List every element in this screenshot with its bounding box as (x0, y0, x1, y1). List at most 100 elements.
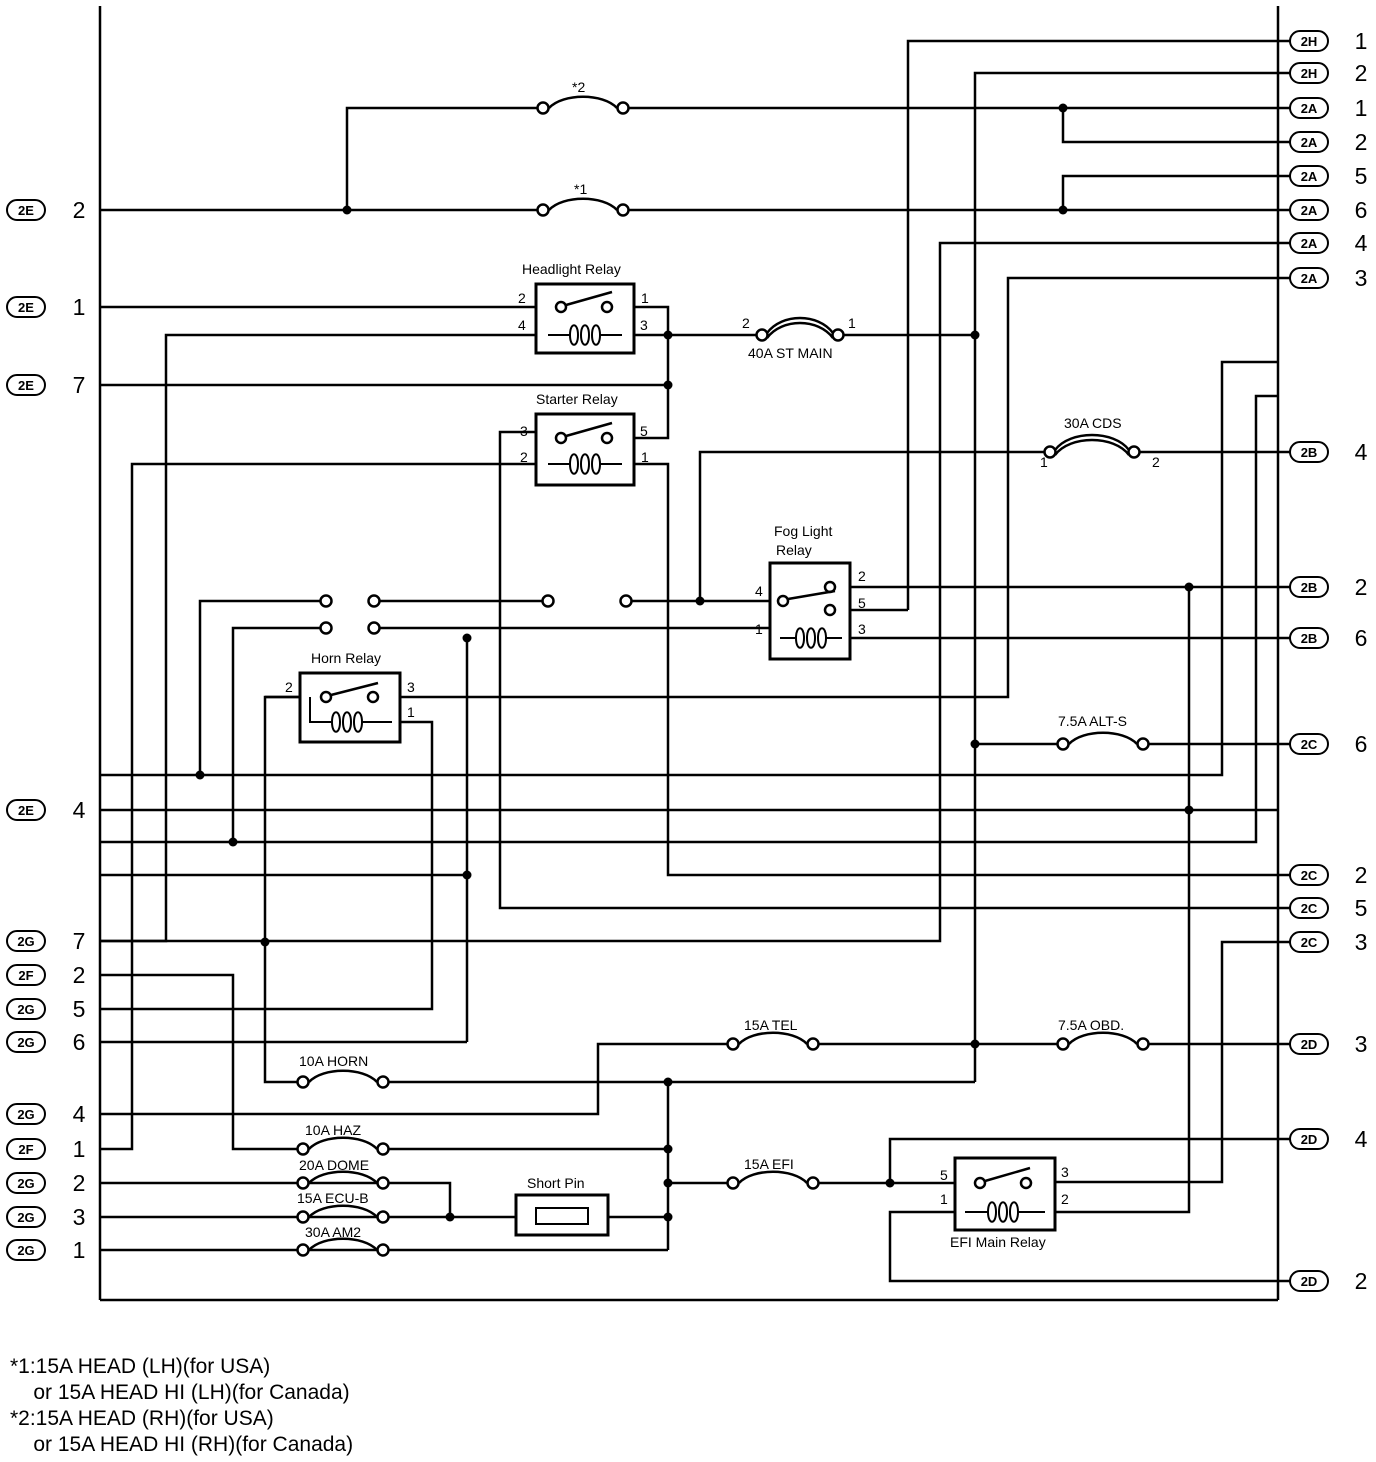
fuse-star2 (536, 95, 630, 115)
svg-text:2: 2 (518, 290, 526, 306)
connector-pin-number: 4 (73, 1101, 86, 1127)
connector-badge (1289, 1128, 1329, 1150)
wiring (98, 6, 1290, 1302)
fuse-am2 (296, 1237, 390, 1257)
connector-pin-number: 6 (1355, 625, 1368, 651)
fuse-label-dome: 20A DOME (299, 1157, 369, 1173)
fuse-label-am2: 30A AM2 (305, 1224, 361, 1240)
svg-text:5: 5 (640, 423, 648, 439)
connector-badge (1289, 441, 1329, 463)
fuse-alt-s (1056, 731, 1150, 751)
connector-pin-number: 5 (1355, 163, 1368, 189)
connector-pin-number: 4 (1355, 1126, 1368, 1152)
connector-pin-number: 6 (1355, 731, 1368, 757)
right-connector-4: 2A 5 (1289, 163, 1368, 189)
connector-pin-number: 5 (1355, 895, 1368, 921)
svg-text:4: 4 (518, 317, 526, 333)
connector-badge (6, 1239, 46, 1261)
connector-code: 2A (1301, 271, 1318, 286)
connector-code: 2C (1301, 868, 1318, 883)
fuse-tel (726, 1031, 820, 1051)
connector-code: 2G (17, 1210, 34, 1225)
connector-pin-number: 2 (1355, 574, 1368, 600)
fuse-label-st-main: 40A ST MAIN (748, 345, 833, 361)
svg-text:1: 1 (755, 621, 763, 637)
connector-code: 2G (17, 1243, 34, 1258)
connector-code: 2A (1301, 203, 1318, 218)
right-connector-10: 2B 6 (1289, 625, 1368, 651)
component-labels: *2 *1 40A ST MAIN 30A CDS 7.5A ALT-S 15A… (297, 79, 1127, 1250)
connector-badge (6, 1103, 46, 1125)
fuse-label-alt-s: 7.5A ALT-S (1058, 713, 1127, 729)
connector-pin-number: 2 (73, 962, 86, 988)
fuse-star1 (536, 197, 630, 217)
short-pin-label: Short Pin (527, 1175, 585, 1191)
connector-code: 2B (1301, 631, 1318, 646)
connector-pin-number: 5 (73, 996, 86, 1022)
connector-pin-number: 1 (73, 1237, 86, 1263)
footnote-1-line-2: or 15A HEAD HI (LH)(for Canada) (10, 1381, 350, 1404)
connector-code: 2C (1301, 901, 1318, 916)
junction-dots (195, 103, 1194, 1222)
connector-badge (6, 1031, 46, 1053)
svg-text:2: 2 (1152, 454, 1160, 470)
fuse-dome (296, 1170, 390, 1190)
connector-badge (6, 374, 46, 396)
connector-badge (1289, 30, 1329, 52)
svg-text:1: 1 (1040, 454, 1048, 470)
svg-text:3: 3 (1061, 1164, 1069, 1180)
connector-pin-number: 7 (73, 928, 86, 954)
connector-badge (1289, 165, 1329, 187)
svg-text:3: 3 (858, 621, 866, 637)
svg-text:2: 2 (742, 315, 750, 331)
svg-text:3: 3 (520, 423, 528, 439)
svg-text:5: 5 (858, 595, 866, 611)
connector-badge (1289, 1033, 1329, 1055)
left-connector-8: 2G 4 (6, 1101, 86, 1127)
connector-code: 2G (17, 1035, 34, 1050)
footnote-2-line-1: *2:15A HEAD (RH)(for USA) (10, 1407, 274, 1430)
connector-pin-number: 1 (1355, 28, 1368, 54)
left-connector-12: 2G 1 (6, 1237, 86, 1263)
connector-code: 2B (1301, 445, 1318, 460)
connector-pin-number: 4 (1355, 230, 1368, 256)
connector-badge (6, 930, 46, 952)
fuse-label-cds: 30A CDS (1064, 415, 1122, 431)
connector-code: 2E (18, 300, 34, 315)
connector-badge (1289, 1270, 1329, 1292)
connector-code: 2G (17, 934, 34, 949)
fuse-haz (296, 1136, 390, 1156)
connector-badge (6, 799, 46, 821)
connector-code: 2G (17, 1107, 34, 1122)
connector-code: 2C (1301, 737, 1318, 752)
fuse-label-obd: 7.5A OBD. (1058, 1017, 1124, 1033)
connector-badge (1289, 576, 1329, 598)
connector-pin-number: 3 (1355, 1031, 1368, 1057)
connector-badge (1289, 931, 1329, 953)
svg-text:2: 2 (1061, 1191, 1069, 1207)
fuse-horn (296, 1069, 390, 1089)
fuse-label-ecu-b: 15A ECU-B (297, 1190, 369, 1206)
footnote-1-line-1: *1:15A HEAD (LH)(for USA) (10, 1355, 271, 1378)
connector-code: 2C (1301, 935, 1318, 950)
connector-pin-number: 2 (1355, 1268, 1368, 1294)
connector-code: 2D (1301, 1037, 1318, 1052)
svg-text:4: 4 (755, 583, 763, 599)
connector-code: 2D (1301, 1274, 1318, 1289)
svg-text:3: 3 (407, 679, 415, 695)
connector-badge (1289, 62, 1329, 84)
switch-contacts (319, 594, 633, 635)
connector-code: 2A (1301, 169, 1318, 184)
connector-code: 2E (18, 378, 34, 393)
connector-code: 2A (1301, 101, 1318, 116)
